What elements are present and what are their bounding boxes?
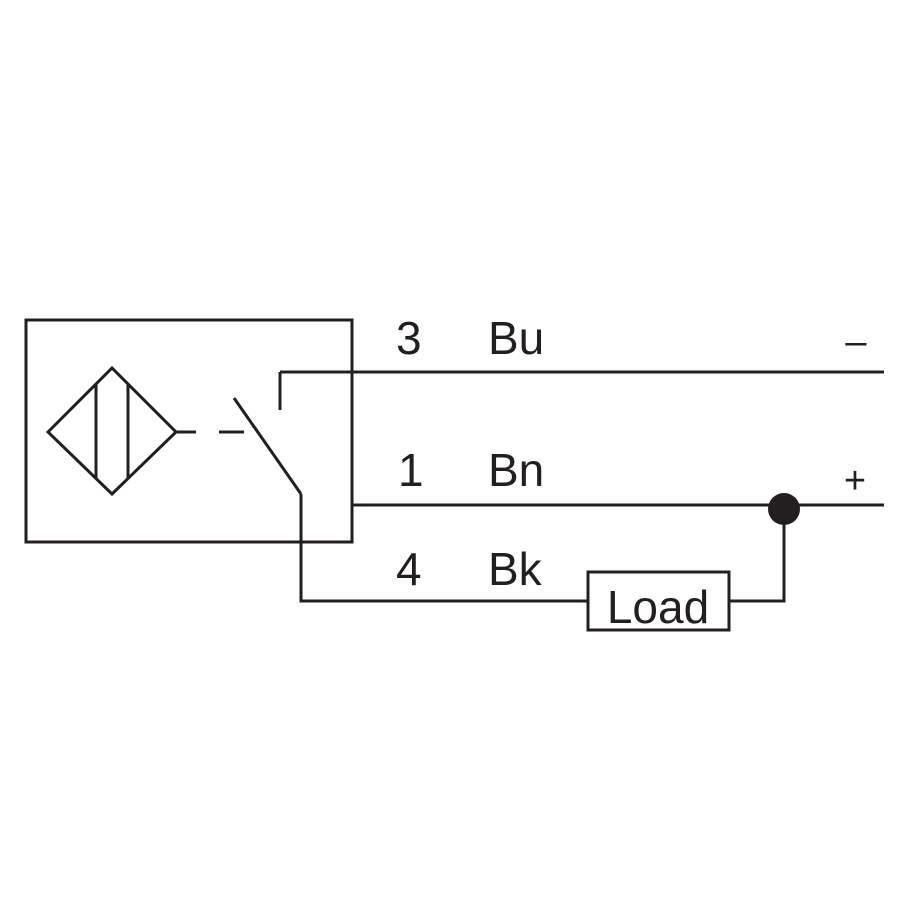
load-box [586,570,731,632]
wire-1-pin-label: 1 [398,444,424,496]
wire-3-pin-label: 3 [396,312,422,364]
wire-4-pin-label: 4 [396,543,422,595]
wire-4-bk [299,494,588,603]
junction-dot [768,493,800,525]
inductive-sensor-icon [45,365,179,497]
load-label: Load [607,581,709,633]
positive-terminal-label: + [844,460,866,502]
switch-contact-icon [232,372,303,495]
load-return-wire [729,509,786,603]
wire-4-color-label: Bk [488,543,543,595]
wire-3-color-label: Bu [488,312,544,364]
negative-terminal-label: – [845,321,867,363]
sensor-housing [24,318,354,544]
wire-1-color-label: Bn [488,444,544,496]
